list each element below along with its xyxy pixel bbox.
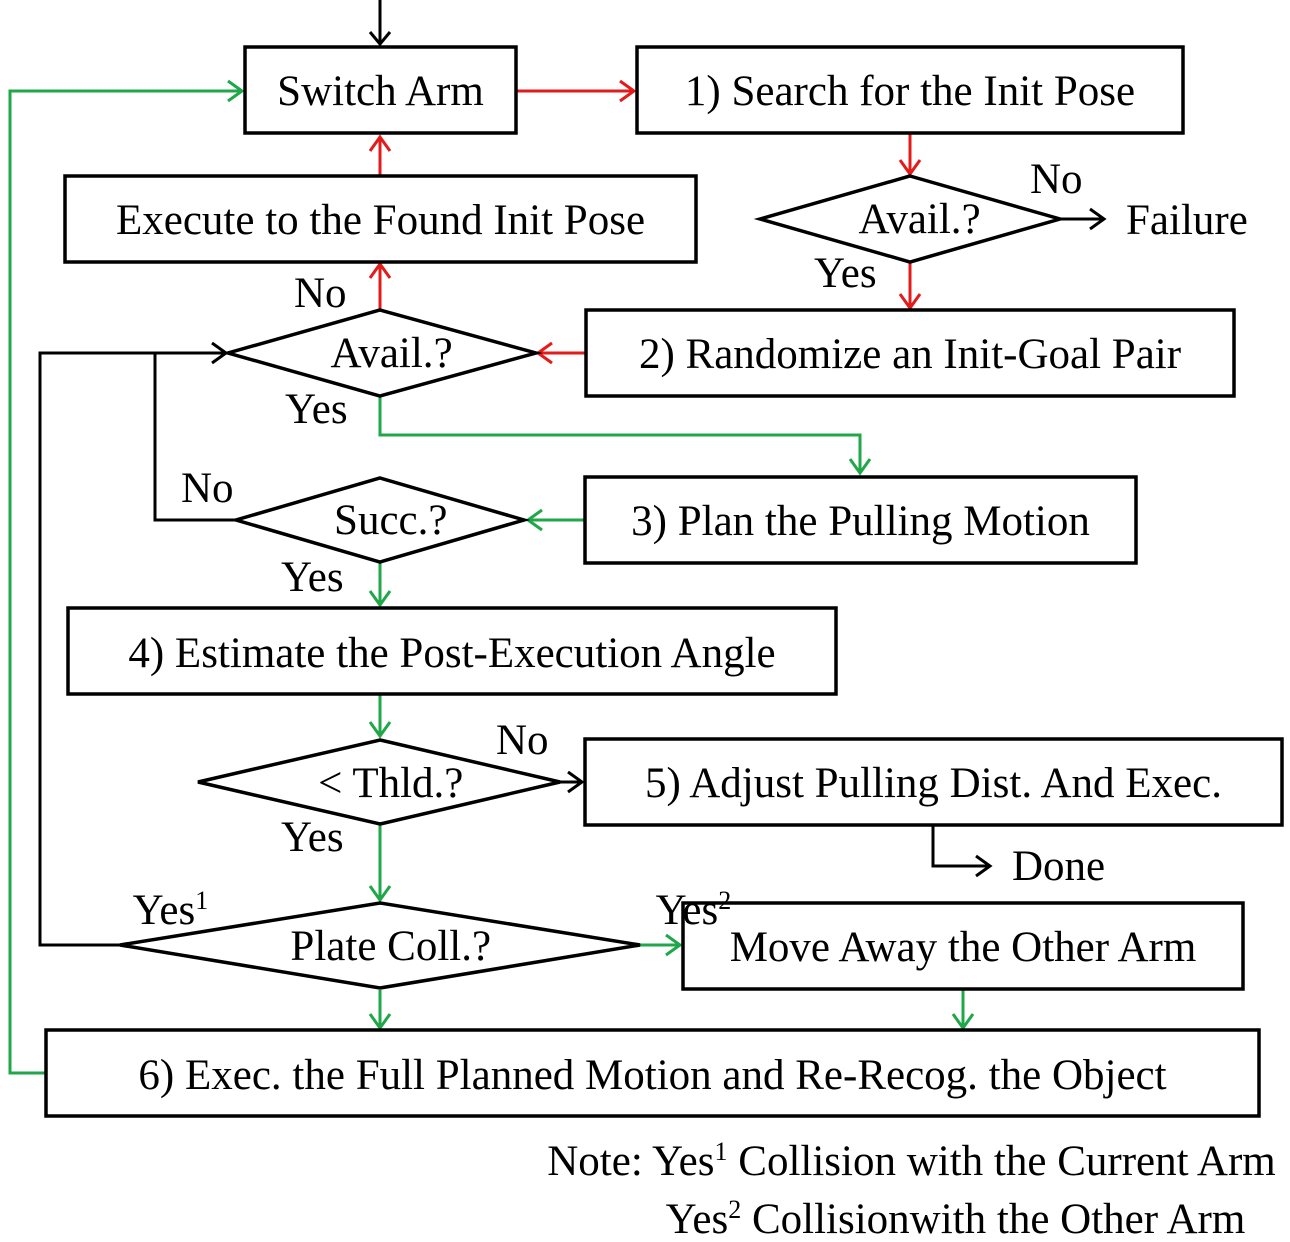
adjust-pulling-box: 5) Adjust Pulling Dist. And Exec. [583,737,1284,827]
exec-full-box: 6) Exec. the Full Planned Motion and Re-… [44,1028,1261,1118]
connectors [8,0,1107,1075]
arrow-switch-to-search [516,79,637,103]
yes-label-thld: Yes [281,814,344,861]
arrow-execute-to-switch [368,134,392,175]
thld-decision: < Thld.? [197,738,561,826]
yes-label-succ: Yes [281,554,344,601]
succ-word: Succ. [334,497,428,544]
svg-text:< Thld.?: < Thld.? [243,760,517,807]
svg-text:Yes2 Collisionwith the Other A: Yes2 Collisionwith the Other Arm [592,1195,1290,1242]
failure-label: Failure [1126,197,1248,244]
arrow-plan-to-succ [525,508,584,532]
exec-full-label: 6) Exec. the Full Planned Motion and Re-… [138,1052,1166,1099]
no-label-thld: No [496,717,549,764]
search-init-pose-box: 1) Search for the Init Pose [635,45,1185,135]
avail-2-question: ? [434,330,453,377]
svg-text:Succ.?: Succ.? [259,497,501,544]
execute-init-pose-box: Execute to the Found Init Pose [63,174,698,264]
succ-decision: Succ.? [229,476,531,564]
avail-1-question: ? [962,196,981,243]
arrow-estimate-to-thld [368,694,392,739]
avail-1-word: Avail. [858,196,961,243]
execute-init-pose-label: Execute to the Found Init Pose [116,197,645,244]
randomize-pair-label: 2) Randomize an Init-Goal Pair [639,331,1181,378]
randomize-pair-box: 2) Randomize an Init-Goal Pair [584,308,1236,398]
avail-decision-1: Avail.? [753,174,1067,264]
adjust-pulling-label: 5) Adjust Pulling Dist. And Exec. [645,760,1222,807]
arrow-succ-to-estimate [368,563,392,608]
branch-labels: No Failure Yes No Yes No Yes No Yes Done… [59,156,1248,934]
arrow-moveaway-to-exec [951,990,975,1031]
plate-coll-decision: Plate Coll.? [119,901,641,990]
thld-prefix: < [318,760,352,807]
arrow-plate-to-moveaway [640,933,683,957]
arrow-plate-yes1-loop [38,351,155,947]
svg-text:Plate Coll.?: Plate Coll.? [215,923,545,970]
note-line2-yes: Yes [666,1196,729,1242]
switch-arm-label: Switch Arm [277,68,484,115]
arrow-plate-to-exec [368,990,392,1031]
note-line1-text: Collision with the Current Arm [728,1138,1276,1185]
avail-decision-2: Avail.? [221,308,543,398]
yes-label-avail2: Yes [285,386,348,433]
yes1-superscript: 1 [195,886,208,915]
note-line2-sup: 2 [728,1195,741,1224]
yes2-label: Yes [656,887,719,934]
search-init-pose-label: 1) Search for the Init Pose [685,68,1135,115]
no-label-succ: No [181,465,234,512]
arrow-avail2-to-plan [378,396,872,476]
svg-text:Note: Yes1 Collision with the: Note: Yes1 Collision with the Current Ar… [472,1137,1290,1185]
yes1-label: Yes [133,887,196,934]
thld-word: Thld. [352,760,444,807]
arrow-search-to-avail1 [898,134,922,177]
plate-coll-word: Plate Coll. [290,923,472,970]
estimate-angle-label: 4) Estimate the Post-Execution Angle [128,630,775,677]
svg-text:Avail.?: Avail.? [258,330,507,377]
yes-label-avail1: Yes [814,250,877,297]
estimate-angle-box: 4) Estimate the Post-Execution Angle [66,606,838,696]
svg-text:Yes1: Yes1 [59,872,262,934]
svg-text:Avail.?: Avail.? [786,196,1035,243]
no-label-avail1: No [1030,156,1083,203]
no-label-avail2: No [294,270,347,317]
yes2-superscript: 2 [718,886,731,915]
note-line1-sup: 1 [715,1137,728,1166]
note-line2-text: Collisionwith the Other Arm [741,1196,1245,1242]
thld-question: ? [444,760,463,807]
move-away-box: Move Away the Other Arm [681,901,1245,991]
arrow-exec-loop-to-switch [8,79,245,1075]
note-prefix: Note: [547,1138,652,1185]
arrow-randomize-to-avail2 [535,341,585,365]
footnote: Note: Yes1 Collision with the Current Ar… [472,1137,1290,1242]
plate-coll-question: ? [472,923,491,970]
note-line1-yes: Yes [652,1138,715,1185]
arrow-adjust-to-done [931,826,993,878]
avail-2-word: Avail. [330,330,433,377]
plan-pulling-label: 3) Plan the Pulling Motion [631,498,1090,545]
done-label: Done [1012,843,1105,890]
arrow-avail1-to-randomize [898,262,922,311]
arrow-thld-to-plate [368,825,392,903]
arrow-avail2-to-execute [368,261,392,310]
arrow-avail1-to-failure [1060,207,1107,231]
entry-arrow [368,0,392,47]
switch-arm-box: Switch Arm [243,45,518,135]
move-away-label: Move Away the Other Arm [730,924,1197,971]
svg-text:Yes2: Yes2 [582,872,785,934]
plan-pulling-box: 3) Plan the Pulling Motion [583,475,1138,565]
arrow-thld-to-adjust [560,770,585,794]
succ-question: ? [428,497,447,544]
